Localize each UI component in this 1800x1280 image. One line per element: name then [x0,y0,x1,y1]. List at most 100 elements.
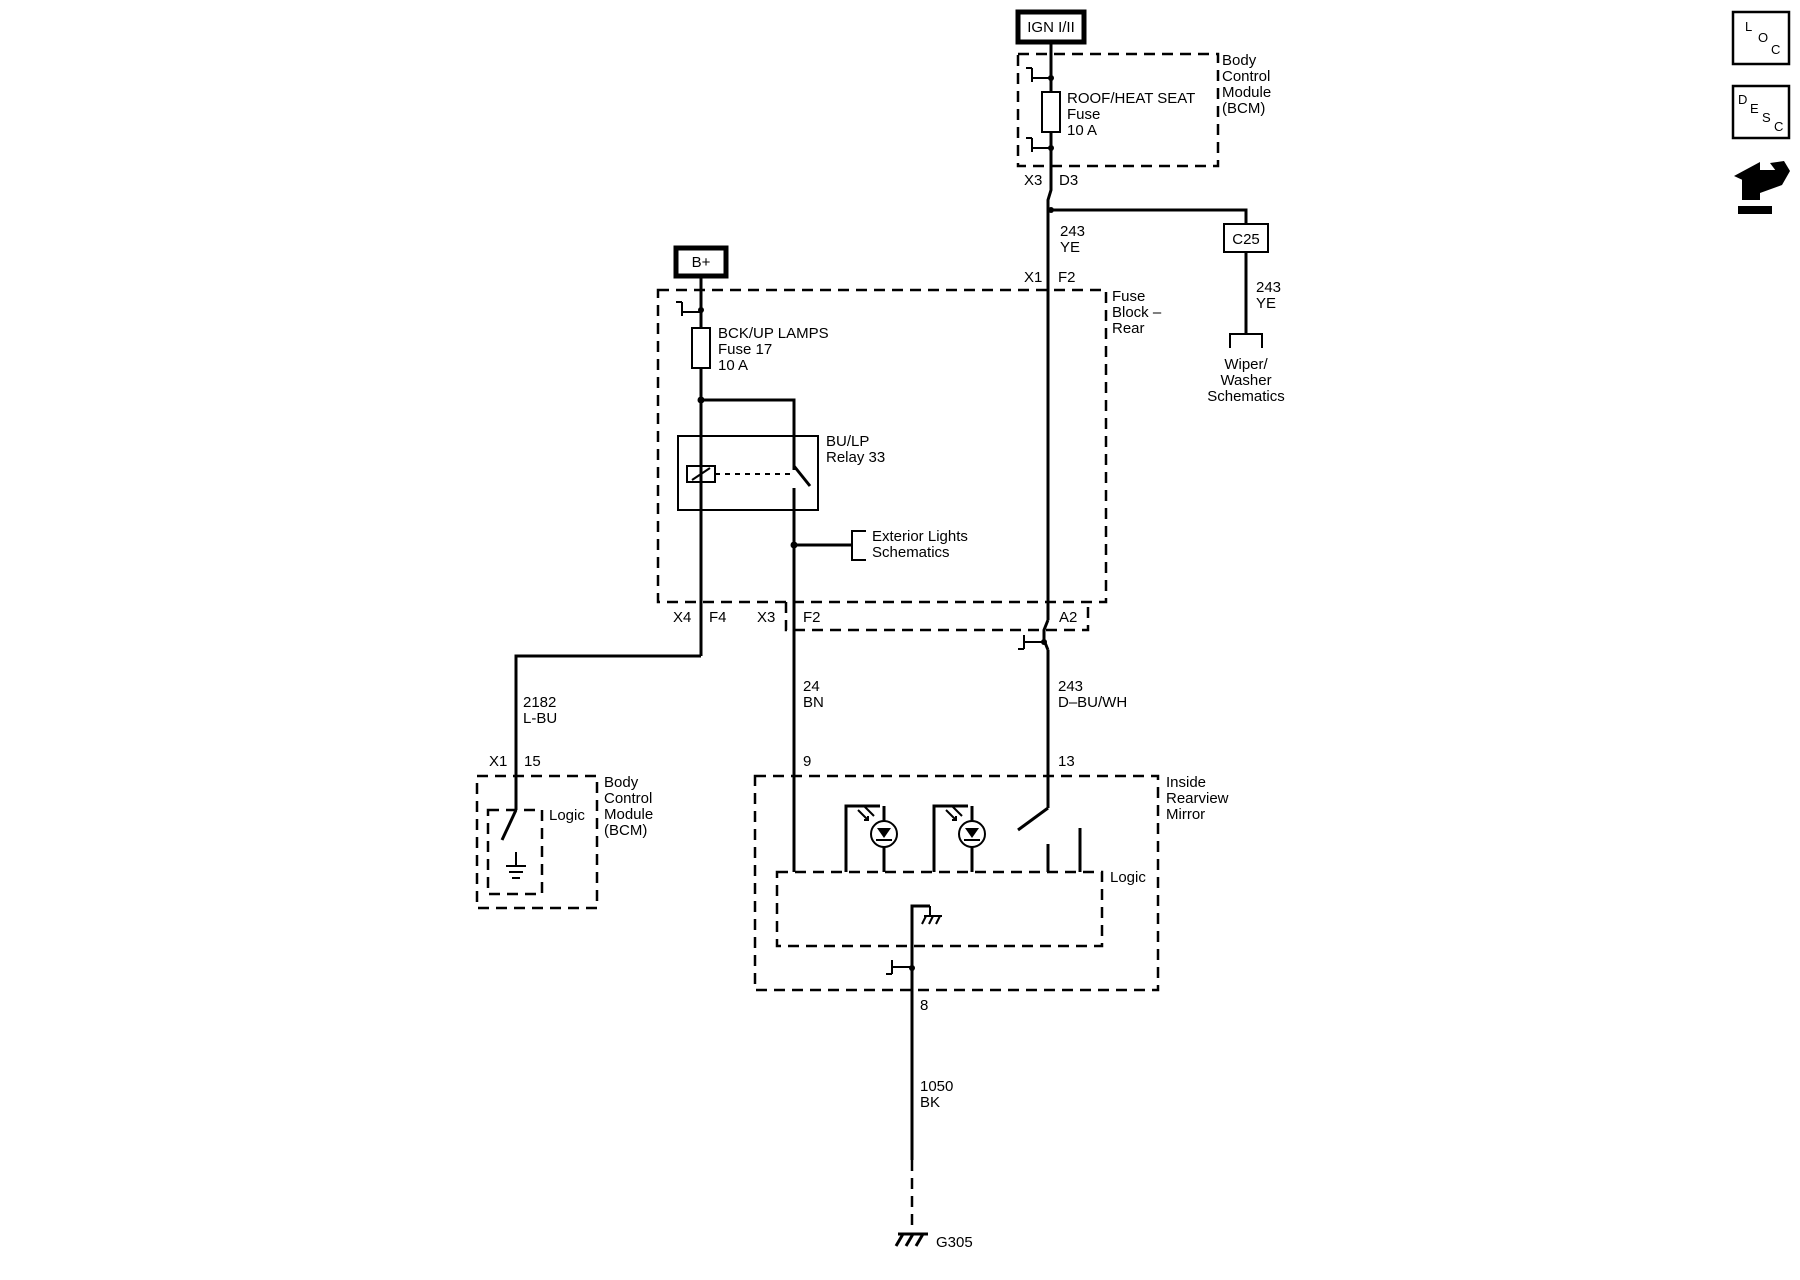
wiper-washer-reference: Wiper/ Washer Schematics [1207,356,1285,405]
svg-text:D: D [1738,92,1747,107]
mirror-switch [1017,806,1049,832]
wire-2182 [514,654,701,810]
svg-text:Module: Module [1222,84,1271,101]
mirror-logic-label: Logic [1110,869,1146,886]
c25-label: C25 [1232,231,1260,248]
bplus-source-label: B+ [692,254,711,271]
fuse-block-top-connector: X1 [1024,269,1042,286]
svg-text:Exterior Lights: Exterior Lights [872,528,968,545]
svg-text:Schematics: Schematics [1207,388,1285,405]
fuse-block-rear-box [656,288,1108,604]
fuse-block-pin-f2: F2 [803,609,821,626]
bck-up-lamps-fuse [691,327,711,369]
bcm-top-box [1016,52,1220,168]
light-sensor-icon [932,804,986,872]
svg-text:Rear: Rear [1112,320,1145,337]
wiper-reference-bracket [1229,333,1263,348]
svg-text:Washer: Washer [1220,372,1271,389]
roof-heat-seat-fuse-label: ROOF/HEAT SEAT Fuse 10 A [1067,90,1195,139]
svg-text:Module: Module [604,806,653,823]
bck-up-lamps-fuse-label: BCK/UP LAMPS Fuse 17 10 A [718,325,829,374]
mirror-pin-13: 13 [1058,753,1075,770]
wire-24-color: BN [803,694,824,711]
bcm-bottom-switch [500,809,518,841]
bcm-bottom-connector: X1 [489,753,507,770]
svg-text:10 A: 10 A [718,357,748,374]
ground-wire-color: BK [920,1094,940,1111]
ign-source-label: IGN I/II [1027,19,1075,36]
fuse-block-top-pin: F2 [1058,269,1076,286]
ground-wire-circuit: 1050 [920,1078,953,1095]
bcm-bottom-box [475,774,599,910]
svg-text:O: O [1758,30,1768,45]
exterior-lights-bracket [851,530,866,561]
wire-2182-circuit: 2182 [523,694,556,711]
svg-text:Fuse: Fuse [1067,106,1100,123]
svg-text:Body: Body [604,774,639,791]
fuse-block-rear-name: Fuse Block – Rear [1112,288,1162,337]
bcm-top-name: Body Control Module (BCM) [1222,52,1271,117]
svg-text:BCK/UP LAMPS: BCK/UP LAMPS [718,325,829,342]
light-sensor-icon [844,804,898,872]
bu-lp-relay-label: BU/LP Relay 33 [826,433,885,466]
wire-243-ye-circuit: 243 [1060,223,1085,240]
connector-symbol [676,301,701,316]
svg-text:Inside: Inside [1166,774,1206,791]
wire-243-dbu-color: D–BU/WH [1058,694,1127,711]
mirror-pin-9: 9 [803,753,811,770]
svg-text:Control: Control [1222,68,1270,85]
exterior-lights-reference: Exterior Lights Schematics [872,528,968,561]
inside-rearview-mirror-name: Inside Rearview Mirror [1166,774,1229,823]
svg-text:Wiper/: Wiper/ [1224,356,1268,373]
svg-text:Mirror: Mirror [1166,806,1205,823]
c25-wire-circuit: 243 [1256,279,1281,296]
c25-wire-color: YE [1256,295,1276,312]
svg-text:Block –: Block – [1112,304,1162,321]
bcm-bottom-name: Body Control Module (BCM) [604,774,653,839]
connector-symbol [1018,635,1044,650]
svg-text:BU/LP: BU/LP [826,433,869,450]
repair-tools-icon[interactable] [1734,161,1790,214]
wire-2182-color: L-BU [523,710,557,727]
chassis-ground-icon [921,906,942,925]
chassis-ground-icon [894,1232,928,1247]
fuse-block-pin-a2: A2 [1059,609,1077,626]
fuse-block-pin-x3: X3 [757,609,775,626]
svg-text:ROOF/HEAT SEAT: ROOF/HEAT SEAT [1067,90,1195,107]
svg-text:10 A: 10 A [1067,122,1097,139]
bcm-bottom-pin: 15 [524,753,541,770]
fuse-block-pin-x4: X4 [673,609,691,626]
connector-symbol [1026,67,1051,82]
svg-text:Body: Body [1222,52,1257,69]
svg-text:L: L [1745,19,1752,34]
relay-switch [792,465,812,487]
bcm-bottom-logic-label: Logic [549,807,585,824]
svg-text:Fuse 17: Fuse 17 [718,341,772,358]
svg-text:Relay 33: Relay 33 [826,449,885,466]
connector-symbol [886,960,912,975]
svg-text:Schematics: Schematics [872,544,950,561]
svg-text:Control: Control [604,790,652,807]
connector-symbol [1026,137,1051,152]
loc-button[interactable]: L O C [1731,10,1791,66]
svg-text:Fuse: Fuse [1112,288,1145,305]
svg-text:E: E [1750,101,1759,116]
wire-243-ye-color: YE [1060,239,1080,256]
inside-rearview-mirror-box [753,774,1160,992]
fuse-block-pin-f4: F4 [709,609,727,626]
desc-button[interactable]: D E S C [1731,84,1791,140]
svg-text:C: C [1774,119,1783,134]
ground-label: G305 [936,1234,973,1251]
fuse-block-x3-outline [784,602,1090,632]
bu-lp-relay-33 [677,435,819,511]
wire-24-circuit: 24 [803,678,820,695]
wire-243-dbu-circuit: 243 [1058,678,1083,695]
svg-text:(BCM): (BCM) [604,822,647,839]
mirror-logic-box [775,870,1104,948]
svg-text:S: S [1762,110,1771,125]
svg-text:C: C [1771,42,1780,57]
ground-icon [506,865,526,879]
bcm-top-connector: X3 [1024,172,1042,189]
svg-text:Rearview: Rearview [1166,790,1229,807]
